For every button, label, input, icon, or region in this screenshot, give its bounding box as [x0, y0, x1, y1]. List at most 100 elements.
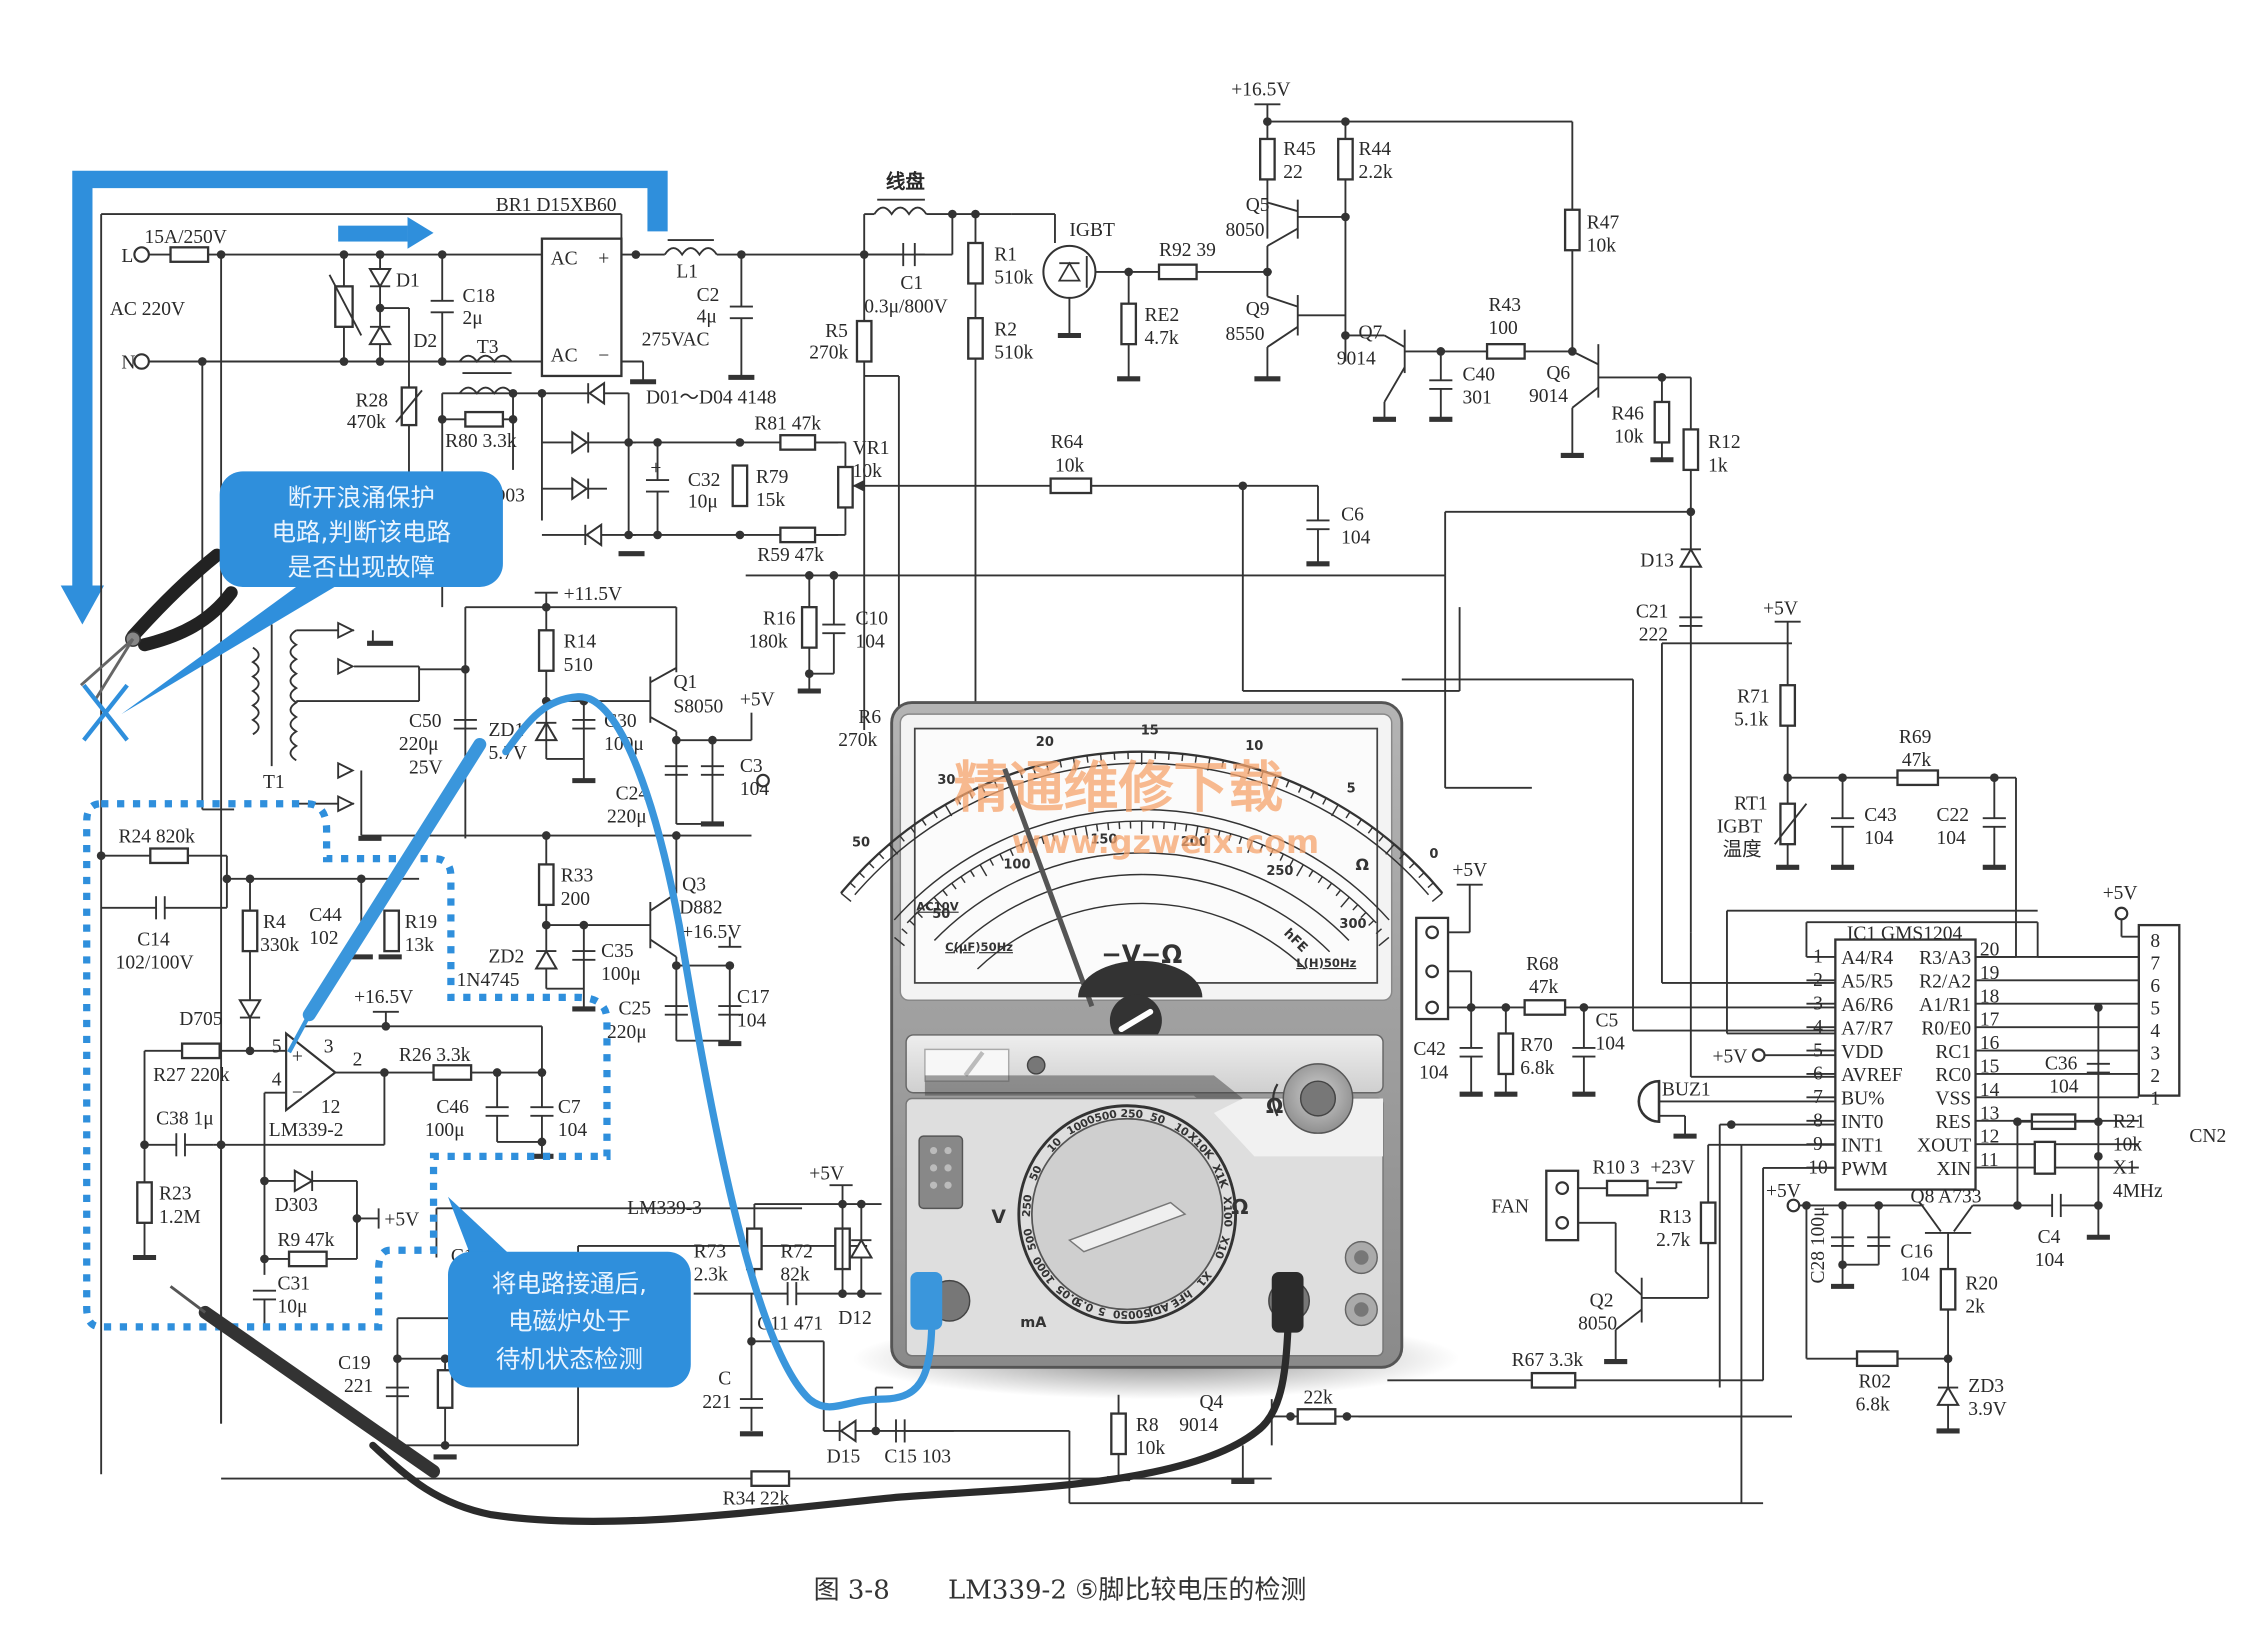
ic-pin-name: A7/R7 [1841, 1018, 1893, 1039]
label-5v-c: +5V [809, 1163, 844, 1184]
label-pin4: 4 [272, 1070, 282, 1091]
label-R8-val: 10k [1136, 1438, 1166, 1459]
ic-pin-name: RC1 [1935, 1042, 1971, 1063]
label-D01-D04: D01～D04 4148 [646, 387, 777, 408]
label-R12-val: 1k [1708, 455, 1728, 476]
label-R21-val: 10k [2113, 1135, 2143, 1156]
label-R72: R72 [780, 1241, 813, 1262]
label-C6-val: 104 [1341, 528, 1371, 549]
ic-pin-number: 19 [1980, 963, 2000, 984]
label-23v: +23V [1650, 1158, 1695, 1179]
watermark-url: www.gzweix.com [1012, 824, 1320, 861]
scale-tick [879, 853, 884, 858]
scale-tick [1419, 873, 1424, 878]
label-R19-val: 13k [405, 935, 435, 956]
label-C14: C14 [137, 929, 170, 950]
ic-pin-name: AVREF [1841, 1065, 1903, 1086]
label-C22-val: 104 [1937, 828, 1967, 849]
resistor-R22 [1298, 1409, 1336, 1423]
scale-label-dc: 250 [1266, 864, 1293, 879]
resistor-R59 [780, 528, 815, 542]
label-C50: C50 [409, 711, 442, 732]
label-R6-val: 270k [838, 730, 877, 751]
label-T3: T3 [477, 337, 499, 358]
cut-mark-x-icon [84, 685, 127, 740]
label-Q5: Q5 [1246, 195, 1270, 216]
label-R23: R23 [159, 1184, 192, 1205]
resistor-R64 [1051, 479, 1091, 493]
scale-tick [1428, 883, 1433, 888]
label-R45-val: 22 [1283, 162, 1303, 183]
label-R02: R02 [1858, 1372, 1891, 1393]
label-C38: C38 1μ [156, 1109, 214, 1130]
dial-v-label: V [991, 1207, 1006, 1228]
scale-label-ohm: 20 [1036, 735, 1054, 750]
ic-pin-name: PWM [1841, 1159, 1888, 1180]
ic-pin-name: RES [1935, 1112, 1971, 1133]
ic-pin-name: INT0 [1841, 1112, 1883, 1133]
label-R69: R69 [1899, 727, 1932, 748]
resistor-r-lower [438, 1370, 452, 1408]
label-ic-title: IC1 GMS1204 [1847, 924, 1963, 945]
label-C31: C31 [277, 1273, 310, 1294]
scale-tick [859, 873, 864, 878]
label-R20-val: 2k [1965, 1296, 1985, 1317]
label-R19: R19 [405, 912, 438, 933]
label-ac-220v: AC 220V [110, 299, 185, 320]
resistor-R12 [1684, 429, 1698, 469]
label-D303: D303 [275, 1195, 318, 1216]
label-D705: D705 [179, 1009, 222, 1030]
callout-standby-line3: 待机状态检测 [496, 1344, 643, 1373]
label-R70-val: 6.8k [1520, 1058, 1554, 1079]
label-C5: C5 [1595, 1010, 1618, 1031]
hfe-socket[interactable] [919, 1136, 962, 1208]
black-probe-plug[interactable] [1272, 1272, 1304, 1333]
label-R33: R33 [561, 866, 594, 887]
red-probe-plug[interactable] [910, 1272, 942, 1330]
label-ZD3: ZD3 [1968, 1376, 2004, 1397]
buzzer-BUZ1 [1639, 1081, 1659, 1121]
zener-ZD3 [1938, 1388, 1958, 1405]
label-11v5: +11.5V [564, 584, 622, 605]
label-5v: +5V [740, 689, 775, 710]
ic-pin-name: XOUT [1917, 1135, 1971, 1156]
ic-pin-name: R0/E0 [1921, 1018, 1971, 1039]
label-C25: C25 [619, 999, 652, 1020]
label-D2: D2 [413, 331, 437, 352]
label-D12: D12 [838, 1308, 872, 1329]
zener-ZD2 [536, 951, 556, 968]
resistor-R45 [1260, 139, 1274, 179]
label-BUZ1: BUZ1 [1662, 1080, 1711, 1101]
label-C15: C15 103 [884, 1447, 951, 1468]
label-R13-val: 2.7k [1656, 1230, 1690, 1251]
label-C42-val: 104 [1419, 1062, 1449, 1083]
black-probe-body[interactable] [205, 1312, 433, 1471]
callout-surge-line3: 是否出现故障 [288, 552, 435, 581]
label-pin3: 3 [324, 1036, 334, 1057]
label-RT1-desc2: 温度 [1723, 839, 1762, 861]
ic-pin-number: 15 [1980, 1057, 2000, 1078]
scale-tick [869, 863, 874, 868]
label-5v-rt: +5V [1763, 598, 1798, 619]
resistor-R79 [733, 466, 747, 506]
scale-ohm-unit: Ω [1356, 855, 1370, 874]
label-R79-val: 15k [756, 490, 786, 511]
label-R27: R27 220k [153, 1065, 230, 1086]
label-C40: C40 [1462, 364, 1495, 385]
resistor-R9 [289, 1252, 327, 1266]
label-ZD2-val: 1N4745 [457, 970, 520, 991]
label-Q3: Q3 [682, 874, 706, 895]
diode-D303 [295, 1171, 312, 1191]
label-FAN: FAN [1491, 1197, 1529, 1218]
label-C-unk-val: 221 [702, 1392, 731, 1413]
label-pin5: 5 [272, 1036, 282, 1057]
label-C43-val: 104 [1864, 828, 1894, 849]
label-C4-val: 104 [2035, 1250, 2065, 1271]
ic-pin-number: 13 [1980, 1103, 2000, 1124]
label-X1: X1 [2113, 1158, 2137, 1179]
label-C36-val: 104 [2049, 1077, 2079, 1098]
label-C50-val: 220μ [399, 734, 439, 755]
resistor-R02 [1857, 1351, 1897, 1365]
scale-label-ohm: 0 [1429, 847, 1438, 862]
label-R33-val: 200 [561, 889, 590, 910]
